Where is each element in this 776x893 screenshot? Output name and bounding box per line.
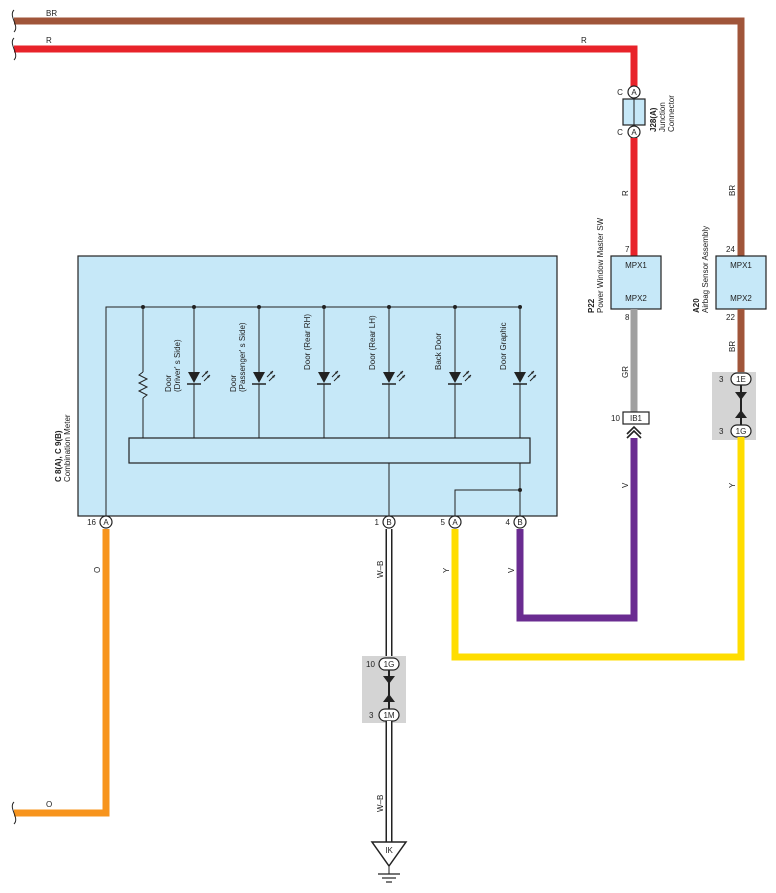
svg-text:V: V [621,482,630,488]
indicator-label: Door (Rear LH) [368,315,377,370]
svg-text:V: V [507,567,516,573]
wire-break-mark [11,9,17,33]
svg-text:MPX2: MPX2 [730,294,752,303]
svg-text:GR: GR [621,366,630,378]
svg-text:4: 4 [506,518,511,527]
svg-text:W–B: W–B [376,561,385,578]
indicator-label: (Driver' s Side) [173,339,182,392]
svg-text:A: A [631,88,637,97]
svg-text:A: A [452,518,458,527]
svg-text:W–B: W–B [376,795,385,812]
wire-o [14,529,110,817]
svg-text:MPX1: MPX1 [730,261,752,270]
svg-text:3: 3 [369,711,374,720]
meter-pin-1: B1 [375,515,396,529]
svg-text:IK: IK [385,846,393,855]
svg-text:B: B [386,518,391,527]
junction-name-2: Connector [667,95,676,132]
meter-code: C 8(A), C 9(B) [54,430,63,482]
ground-triangle [370,841,408,868]
meter-bus-line [105,306,520,516]
wire-y [451,437,745,661]
svg-text:10: 10 [366,660,375,669]
meter-pin-4: B4 [506,515,527,529]
svg-text:Y: Y [442,567,451,573]
airbag-name: Airbag Sensor Assembly [701,226,710,313]
svg-text:8: 8 [625,313,630,322]
svg-text:Y: Y [728,482,737,488]
svg-text:5: 5 [441,518,446,527]
label-r-top: R [46,36,52,45]
svg-text:B: B [517,518,522,527]
svg-text:1G: 1G [736,427,747,436]
svg-text:C: C [617,88,623,97]
svg-text:BR: BR [728,185,737,196]
indicator-label: Back Door [434,332,443,370]
airbag-sensor-box [715,255,767,310]
svg-text:1M: 1M [383,711,394,720]
svg-text:1E: 1E [736,375,746,384]
power-window-name: Power Window Master SW [596,217,605,313]
indicator-label: Door (Rear RH) [303,314,312,370]
indicator-led-0: Door(Driver' s Side) [164,305,211,438]
junction-code: J28(A) [649,107,658,132]
label-br-top: BR [46,9,57,18]
wire-v [516,438,638,622]
svg-text:MPX2: MPX2 [625,294,647,303]
wire-br-top [14,17,745,257]
indicator-led-2: Door (Rear RH) [303,305,341,438]
svg-text:R: R [621,190,630,196]
svg-text:1: 1 [375,518,380,527]
svg-text:3: 3 [719,375,724,384]
svg-text:MPX1: MPX1 [625,261,647,270]
junction-name-1: Junction [658,102,667,132]
wire-break-mark [11,801,17,825]
svg-text:10: 10 [611,414,620,423]
indicator-led-4: Back Door [434,305,472,438]
svg-text:A: A [103,518,109,527]
svg-text:C: C [617,128,623,137]
svg-text:16: 16 [87,518,96,527]
svg-text:IB1: IB1 [630,414,643,423]
svg-text:22: 22 [726,313,735,322]
wire-break-mark [11,37,17,61]
meter-pin-16: A 16 [87,515,113,529]
svg-text:1G: 1G [384,660,395,669]
indicator-led-5: Door Graphic [499,305,537,438]
meter-ecu-block [128,437,531,464]
svg-text:O: O [93,567,102,573]
meter-name: Combination Meter [63,414,72,482]
svg-text:7: 7 [625,245,630,254]
svg-text:BR: BR [728,341,737,352]
combination-meter-box [77,255,558,517]
wire-r-top [14,45,638,90]
svg-text:O: O [46,800,52,809]
label-r-right: R [581,36,587,45]
indicator-label: Door [164,374,173,392]
power-window-code: P22 [587,298,596,313]
indicator-led-3: Door (Rear LH) [368,305,406,438]
indicator-led-1: Door(Passenger' s Side) [229,305,276,438]
indicator-label: (Passenger' s Side) [238,322,247,392]
indicator-label: Door [229,374,238,392]
svg-text:A: A [631,128,637,137]
svg-text:3: 3 [719,427,724,436]
airbag-code: A20 [692,298,701,313]
resistor-symbol [137,371,149,399]
meter-pin-5: A5 [441,515,462,529]
svg-text:24: 24 [726,245,735,254]
indicator-label: Door Graphic [499,322,508,370]
connector-ib1 [622,411,650,425]
